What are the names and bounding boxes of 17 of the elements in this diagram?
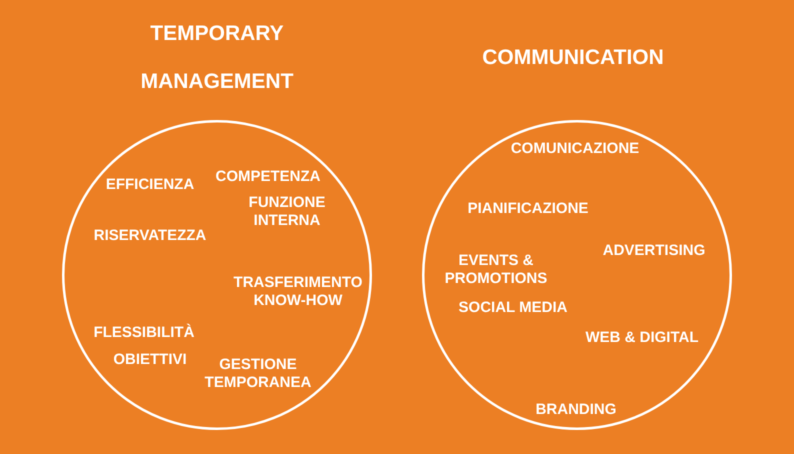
- section-heading: TEMPORARY MANAGEMENT: [140, 21, 294, 95]
- keyword: TRASFERIMENTO KNOW-HOW: [234, 274, 362, 310]
- keyword: SOCIAL MEDIA: [458, 299, 568, 317]
- keyword: WEB & DIGITAL: [585, 329, 699, 347]
- keyword: EFFICIENZA: [106, 176, 194, 194]
- keyword: PIANIFICAZIONE: [468, 200, 588, 218]
- section-heading: COMMUNICATION: [482, 45, 664, 71]
- keyword: GESTIONE TEMPORANEA: [204, 356, 312, 392]
- keyword: RISERVATEZZA: [94, 227, 206, 245]
- keyword: COMPETENZA: [216, 168, 320, 186]
- keyword: ADVERTISING: [602, 242, 706, 260]
- keyword: FUNZIONE INTERNA: [248, 194, 326, 230]
- keyword: BRANDING: [536, 401, 616, 419]
- keyword: OBIETTIVI: [113, 351, 187, 369]
- keyword: COMUNICAZIONE: [510, 140, 640, 158]
- keyword: EVENTS & PROMOTIONS: [444, 252, 548, 288]
- keyword: FLESSIBILITÀ: [94, 324, 194, 342]
